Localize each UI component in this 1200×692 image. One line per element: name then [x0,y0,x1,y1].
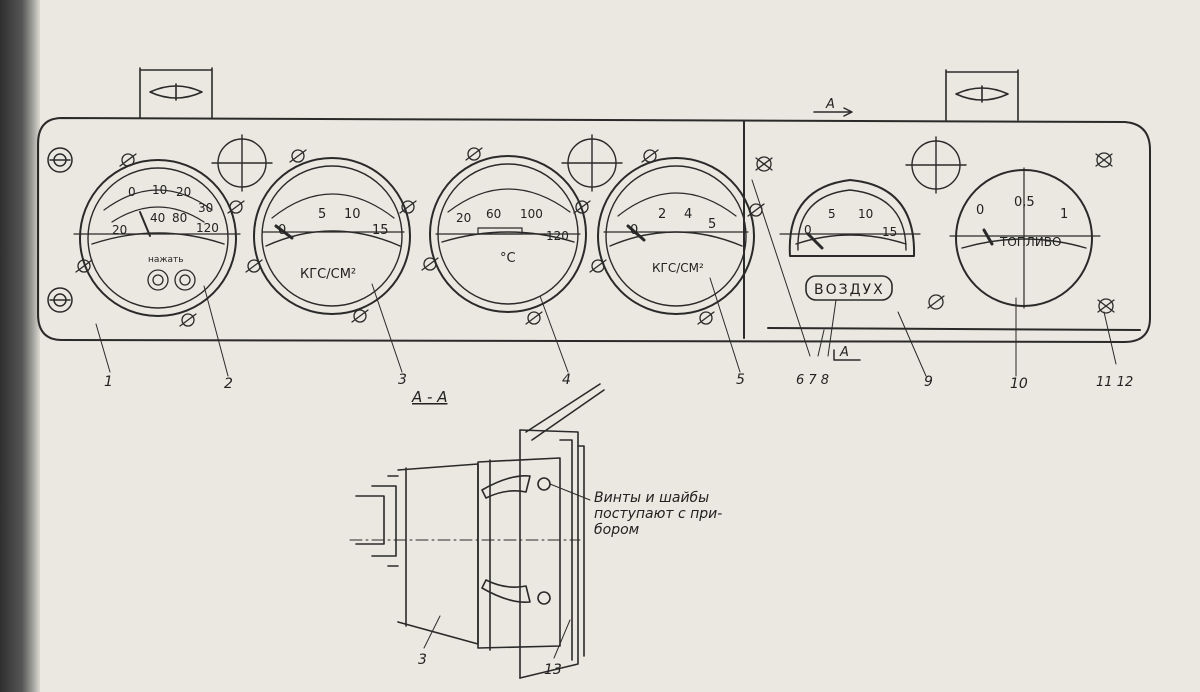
air-scale-3: 10 [858,207,873,221]
section-mark-top-letter: А [825,97,835,112]
section-mark-bottom: А [833,345,861,361]
fuel-caption: ТОПЛИВО [999,235,1061,249]
ammeter-push-button [147,269,196,291]
fuel-gauge: 0 0,5 1 ТОПЛИВО [949,167,1101,309]
oil-unit: КГС/СМ² [300,267,356,282]
ammeter-scale-inner-1: 20 [112,223,127,237]
fuel-scale-3: 1 [1060,207,1068,222]
note-line-3: бором [594,522,640,538]
fuel-scale-2: 0,5 [1014,195,1035,210]
p5-scale-2: 2 [658,207,666,222]
callout-5: 5 [736,372,745,388]
ammeter-scale-inner-3: 80 [172,211,187,225]
panel-mount-screw-bottom [47,287,73,313]
panel-outline [37,117,1151,343]
section-note: Винты и шайбы поступают с при- бором [549,483,722,538]
p5-scale-4: 5 [708,217,716,232]
section-label: А - А [411,388,447,406]
scan-binding-edge [0,0,40,692]
fuel-scale-1: 0 [976,203,984,218]
oil-scale-2: 5 [318,207,326,222]
temp-unit: °C [500,251,516,266]
ammeter-scale-inner-2: 40 [150,211,165,225]
ammeter-scale-outer-2: 10 [152,183,167,197]
temp-scale-3: 100 [520,207,543,221]
blank-hole-3 [905,136,967,194]
p5-scale-3: 4 [684,207,692,222]
temp-scale-2: 60 [486,207,501,221]
section-mark-top: А [813,97,853,117]
callout-1: 1 [104,374,113,390]
temperature-gauge: 20 60 100 120 °C [429,155,587,313]
ammeter-scale-outer-3: 20 [176,185,191,199]
callout-6-7-8: 6 7 8 [796,373,829,388]
pressure-gauge-5: 0 2 4 5 КГС/СМ² [597,157,755,315]
ammeter-scale-outer-1: 0 [128,185,136,199]
callout-9: 9 [924,374,933,390]
blank-hole-2 [561,134,623,192]
p5-scale-1: 0 [630,223,638,238]
leader-lines [95,179,1117,377]
p5-unit: КГС/СМ² [652,261,704,275]
mounting-bracket-right [945,69,1019,121]
air-label: ВОЗДУХ [814,282,885,298]
panel-mount-screw-top [47,147,73,173]
ammeter-gauge: 0 10 20 30 20 40 80 120 нажать [73,159,241,317]
ammeter-scale-outer-4: 30 [198,201,213,215]
blank-hole-1 [211,134,273,192]
air-pressure-gauge: 0 5 10 15 [779,179,921,257]
air-scale-2: 5 [828,207,836,221]
callout-4: 4 [562,372,571,388]
air-scale-1: 0 [804,223,812,237]
callout-2: 2 [224,376,233,392]
oil-scale-1: 0 [278,223,286,238]
oil-pressure-gauge: 0 5 10 15 КГС/СМ² [253,157,411,315]
section-mark-bottom-letter: А [839,345,849,360]
ammeter-press-caption: нажать [148,255,184,265]
section-callout-3: 3 [418,652,427,668]
air-label-plate: ВОЗДУХ [805,275,893,301]
panel-screws [75,147,1115,327]
air-scale-4: 15 [882,225,897,239]
note-line-2: поступают с при- [594,506,722,522]
mounting-bracket-left [139,67,213,119]
section-callout-13: 13 [544,662,562,678]
callout-11-12: 11 12 [1096,375,1133,390]
section-view-gauge [349,383,605,679]
temp-scale-1: 20 [456,211,471,225]
oil-scale-3: 10 [344,207,361,222]
callout-10: 10 [1010,376,1028,392]
ammeter-scale-inner-4: 120 [196,221,219,235]
oil-scale-4: 15 [372,223,389,238]
temp-scale-4: 120 [546,229,569,243]
callout-3: 3 [398,372,407,388]
note-line-1: Винты и шайбы [594,490,709,506]
